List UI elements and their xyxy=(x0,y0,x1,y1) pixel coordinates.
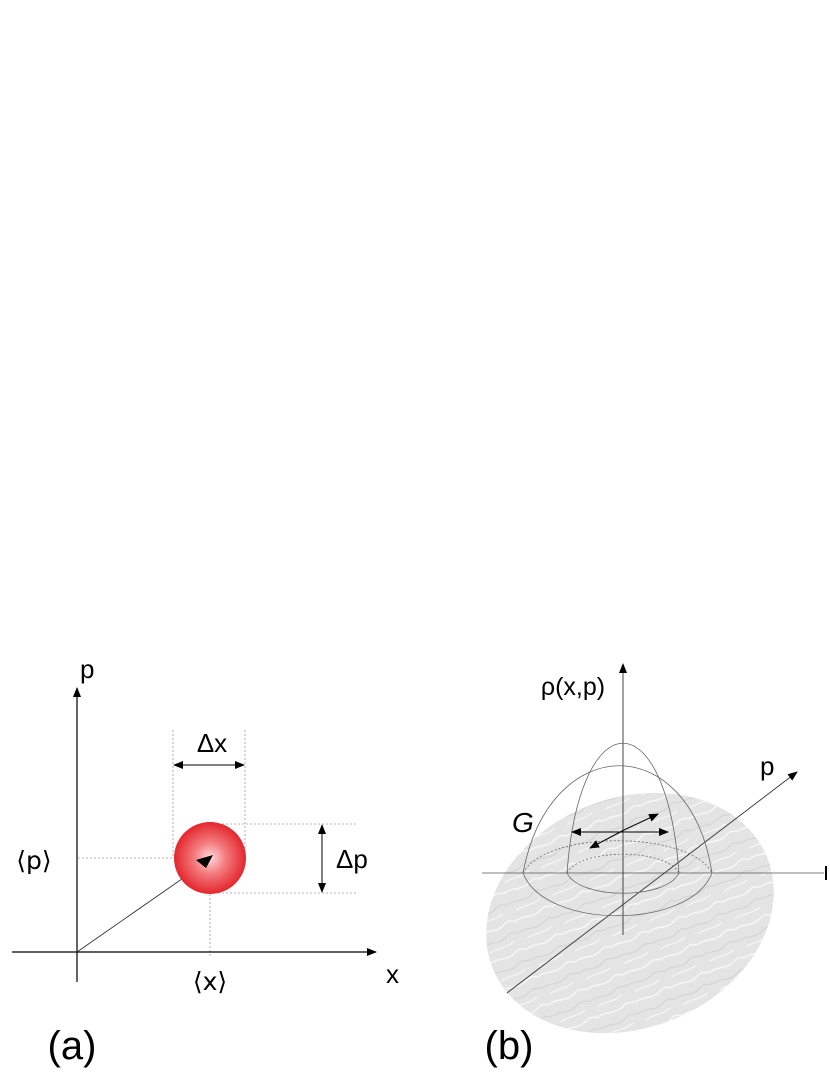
delta-x-label: Δx xyxy=(197,728,227,758)
density-label: ρ(x,p) xyxy=(541,673,605,701)
mean-x-label: ⟨x⟩ xyxy=(193,967,227,996)
vector-arrowhead xyxy=(196,855,213,868)
p-axis-b-label: p xyxy=(760,751,774,781)
region-g-label: G xyxy=(512,807,534,838)
panel-b-label: (b) xyxy=(485,1024,534,1068)
panel-a-label: (a) xyxy=(48,1024,97,1068)
p-axis-b xyxy=(506,771,798,994)
p-axis-label: p xyxy=(80,654,94,684)
spread-arrows xyxy=(571,813,669,849)
guide-lines xyxy=(78,730,356,958)
x-axis-label: x xyxy=(386,959,399,989)
panel-b: ρ(x,p) p G (b) xyxy=(482,663,827,1068)
mean-p-label: ⟨p⟩ xyxy=(16,846,51,875)
density-surface xyxy=(522,743,713,917)
region-g xyxy=(486,792,774,1034)
panel-a: x p ⟨x⟩ ⟨p⟩ Δx Δp (a) xyxy=(12,654,399,1068)
delta-p-label: Δp xyxy=(336,844,368,874)
